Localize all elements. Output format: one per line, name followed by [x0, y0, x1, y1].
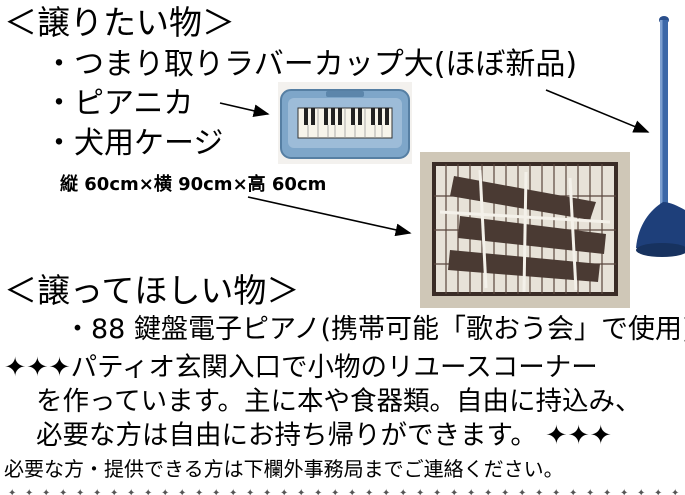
border-star: ✦ — [110, 488, 118, 495]
border-star: ✦ — [620, 488, 628, 495]
border-star: ✦ — [416, 488, 424, 495]
border-star: ✦ — [144, 488, 152, 495]
want-heading: ＜譲ってほしい物＞ — [4, 271, 300, 310]
border-star: ✦ — [297, 488, 305, 495]
border-star: ✦ — [501, 488, 509, 495]
border-star: ✦ — [280, 488, 288, 495]
border-star: ✦ — [8, 488, 16, 495]
border-star: ✦ — [399, 488, 407, 495]
border-star: ✦ — [42, 488, 50, 495]
border-star: ✦ — [331, 488, 339, 495]
give-heading: ＜譲りたい物＞ — [4, 3, 235, 42]
notice-line-1: ✦✦✦パティオ玄関入口で小物のリユースコーナー — [4, 352, 598, 383]
border-star: ✦ — [212, 488, 220, 495]
border-star: ✦ — [314, 488, 322, 495]
border-star: ✦ — [178, 488, 186, 495]
border-star: ✦ — [348, 488, 356, 495]
border-star: ✦ — [365, 488, 373, 495]
border-star: ✦ — [25, 488, 33, 495]
give-item-dog-cage: ・犬用ケージ — [44, 126, 224, 161]
border-star: ✦ — [569, 488, 577, 495]
border-star: ✦ — [552, 488, 560, 495]
border-star: ✦ — [654, 488, 662, 495]
give-item-plunger: ・つまり取りラバーカップ大(ほぼ新品) — [44, 47, 578, 82]
border-star: ✦ — [518, 488, 526, 495]
dog-cage-drawing — [420, 152, 630, 308]
cage-size-label: 縦 60cm×横 90cm×高 60cm — [60, 174, 327, 195]
want-item-piano: ・88 鍵盤電子ピアノ(携帯可能「歌おう会」で使用) — [64, 314, 685, 345]
notice-line-2: を作っています。主に本や食器類。自由に持込み、 — [36, 386, 642, 417]
arrow-icon — [247, 196, 412, 237]
border-star: ✦ — [671, 488, 679, 495]
border-star: ✦ — [76, 488, 84, 495]
border-star: ✦ — [603, 488, 611, 495]
border-star: ✦ — [433, 488, 441, 495]
border-star: ✦ — [229, 488, 237, 495]
border-star: ✦ — [637, 488, 645, 495]
notice-line-3: 必要な方は自由にお持ち帰りができます。 ✦✦✦ — [36, 420, 612, 451]
pianica-drawing — [280, 89, 410, 159]
border-star: ✦ — [195, 488, 203, 495]
border-star: ✦ — [127, 488, 135, 495]
border-star: ✦ — [467, 488, 475, 495]
arrow-icon — [219, 102, 270, 118]
border-star: ✦ — [161, 488, 169, 495]
border-star: ✦ — [263, 488, 271, 495]
give-item-pianica: ・ピアニカ — [44, 86, 194, 121]
arrow-icon — [545, 89, 650, 133]
pianica-photo — [278, 82, 412, 164]
border-star: ✦ — [535, 488, 543, 495]
border-star: ✦ — [59, 488, 67, 495]
border-star: ✦ — [246, 488, 254, 495]
footer-note: 必要な方・提供できる方は下欄外事務局までご連絡ください。 — [4, 457, 564, 481]
dog-cage-photo — [420, 152, 630, 308]
plunger-drawing — [636, 16, 685, 257]
plunger-photo — [630, 10, 685, 265]
decorative-border: ✦ ✦ ✦ ✦ ✦ ✦ ✦ ✦ ✦ ✦ ✦ ✦ ✦ ✦ ✦ ✦ ✦ ✦ ✦ ✦ ✦ ✦ ✦ ✦ ✦ ✦ ✦ ✦ ✦ ✦ ✦ ✦ ✦ ✦ ✦ ✦ ✦ ✦ ✦ ✦ — [8, 488, 679, 495]
border-star: ✦ — [484, 488, 492, 495]
border-star: ✦ — [382, 488, 390, 495]
border-star: ✦ — [450, 488, 458, 495]
border-star: ✦ — [93, 488, 101, 495]
border-star: ✦ — [586, 488, 594, 495]
